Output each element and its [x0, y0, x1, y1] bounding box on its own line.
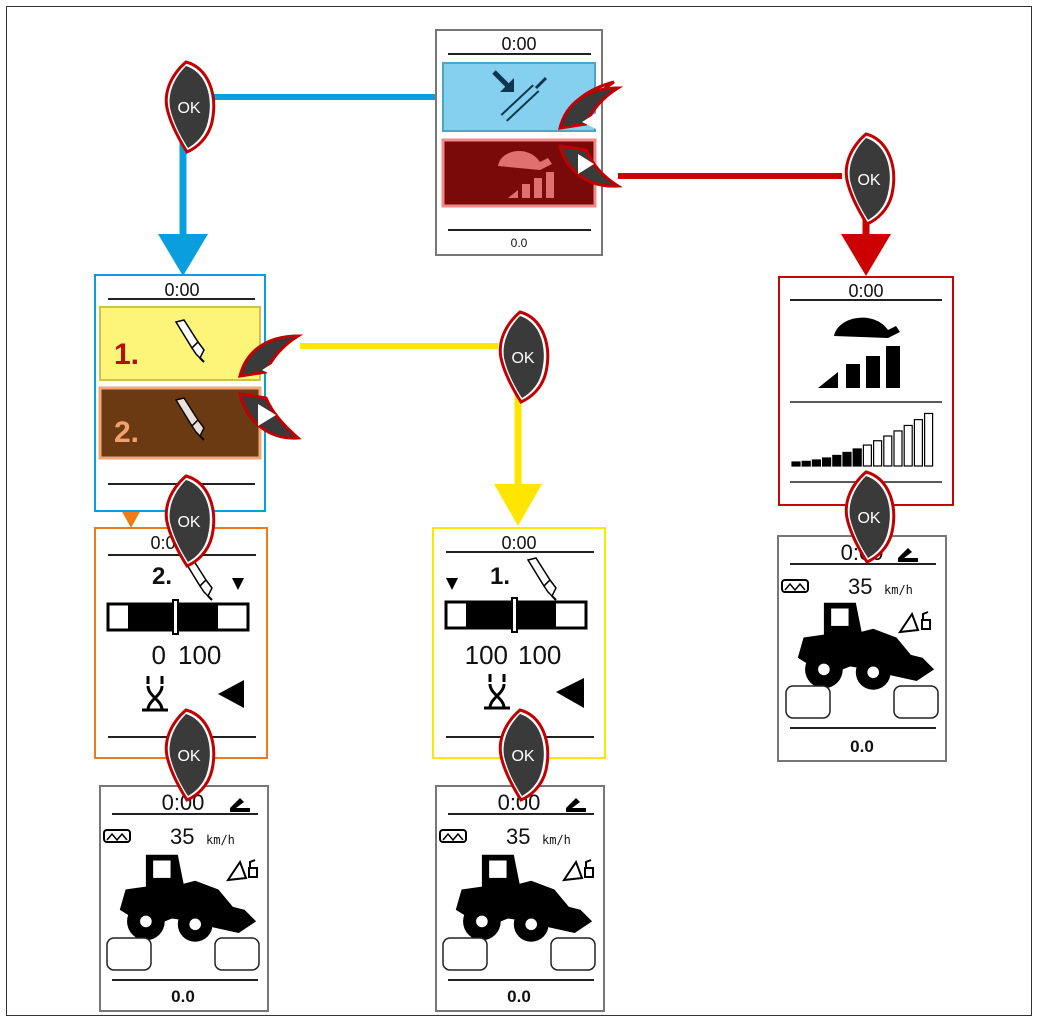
speed-level-step: [862, 444, 873, 467]
left-arrow-button[interactable]: [557, 80, 624, 130]
tachograph-icon: [103, 829, 131, 843]
dropdown-marker-icon: [232, 578, 244, 590]
speed-level-step: [913, 419, 924, 467]
dropdown-marker-icon: [446, 578, 458, 590]
flow-bar: [444, 597, 588, 633]
seat-icon: [898, 548, 918, 562]
tool-select-screen: [94, 274, 266, 512]
speed-level-step: [811, 459, 822, 467]
right-arrow-button[interactable]: [557, 144, 623, 188]
ok-label: OK: [857, 510, 880, 527]
speed-level-step: [791, 461, 801, 467]
speed-level-bar: [791, 412, 934, 467]
softkey-right: [214, 937, 260, 971]
tool-number: 1.: [490, 563, 510, 590]
seat-icon: [230, 798, 250, 812]
left-arrow-button[interactable]: [237, 334, 304, 378]
ok-button[interactable]: OK: [844, 470, 896, 564]
turtle-speed-icon: [498, 150, 554, 198]
left-value: 100: [465, 640, 508, 670]
speed-steps-icon: [818, 346, 900, 388]
right-arrow-button[interactable]: [238, 392, 302, 440]
speed-value: 35: [170, 824, 194, 849]
speed-level-step: [801, 460, 811, 467]
speed-level-step: [821, 457, 832, 467]
right-value: 100: [178, 640, 221, 670]
time-label: 0:00: [848, 281, 883, 301]
speed-level-step: [842, 451, 852, 467]
softkey-left: [442, 937, 488, 971]
tool-item-1: [99, 306, 261, 381]
speed-value: 35: [506, 824, 530, 849]
footer-value: 0.0: [171, 987, 195, 1006]
flow-bar: [106, 599, 250, 635]
softkey-left: [785, 685, 831, 719]
left-value: 0: [152, 640, 166, 670]
right-value: 100: [518, 640, 561, 670]
tool-number: 2.: [152, 563, 172, 590]
diagram-frame: [6, 6, 1032, 1016]
time-label: 0:00: [164, 280, 199, 300]
ok-label: OK: [857, 172, 880, 189]
bucket-lock-icon: [897, 611, 931, 634]
time-label: 0:00: [501, 533, 536, 553]
speed-level-step: [903, 424, 913, 467]
tool-item-2-number: 2.: [114, 416, 139, 449]
ok-label: OK: [511, 350, 534, 367]
ok-label: OK: [511, 748, 534, 765]
left-arrow-icon: [582, 112, 598, 130]
speed-level-step: [893, 430, 903, 467]
bucket-lock-icon: [561, 859, 594, 882]
time-label: 0:00: [501, 34, 536, 54]
ok-button[interactable]: OK: [164, 60, 216, 154]
ok-button[interactable]: OK: [498, 708, 550, 802]
left-arrow-icon: [262, 360, 278, 378]
ok-button[interactable]: OK: [164, 474, 216, 568]
speed-unit: km/h: [884, 583, 913, 597]
ok-button[interactable]: OK: [498, 310, 550, 404]
speed-unit: km/h: [542, 833, 571, 847]
seat-icon: [566, 798, 586, 812]
home-screen-bottom-left: [99, 785, 269, 1012]
tachograph-icon: [781, 579, 809, 593]
ok-label: OK: [177, 514, 200, 531]
footer-value: 0.0: [511, 236, 528, 250]
speed-level-step: [852, 448, 862, 467]
turtle-icon: [834, 317, 900, 338]
footer-value: 0.0: [850, 737, 874, 756]
speed-unit: km/h: [206, 833, 235, 847]
ok-button[interactable]: OK: [844, 132, 896, 226]
tachograph-icon: [439, 829, 467, 843]
softkey-right: [893, 685, 939, 719]
ok-label: OK: [177, 748, 200, 765]
speed-level-step: [832, 454, 842, 467]
speed-value: 35: [848, 574, 872, 599]
right-arrow-icon: [258, 404, 276, 426]
home-screen-bottom-middle: [435, 785, 605, 1012]
ok-label: OK: [177, 100, 200, 117]
home-screen-right: [777, 535, 947, 762]
footer-value: 0.0: [507, 987, 531, 1006]
top-menu-screen: [435, 29, 603, 256]
softkey-left: [106, 937, 152, 971]
softkey-right: [550, 937, 596, 971]
left-arrow-icon: [556, 678, 584, 708]
speed-level-step: [883, 435, 893, 467]
speed-level-step: [923, 412, 934, 467]
tool-item-1-number: 1.: [114, 338, 139, 371]
right-arrow-icon: [578, 154, 594, 174]
ok-button[interactable]: OK: [164, 708, 216, 802]
creep-speed-screen: [778, 276, 954, 506]
cylinder-arrow-icon: [492, 70, 548, 122]
bucket-lock-icon: [225, 859, 258, 882]
left-arrow-icon: [218, 680, 244, 708]
speed-level-step: [872, 440, 883, 467]
